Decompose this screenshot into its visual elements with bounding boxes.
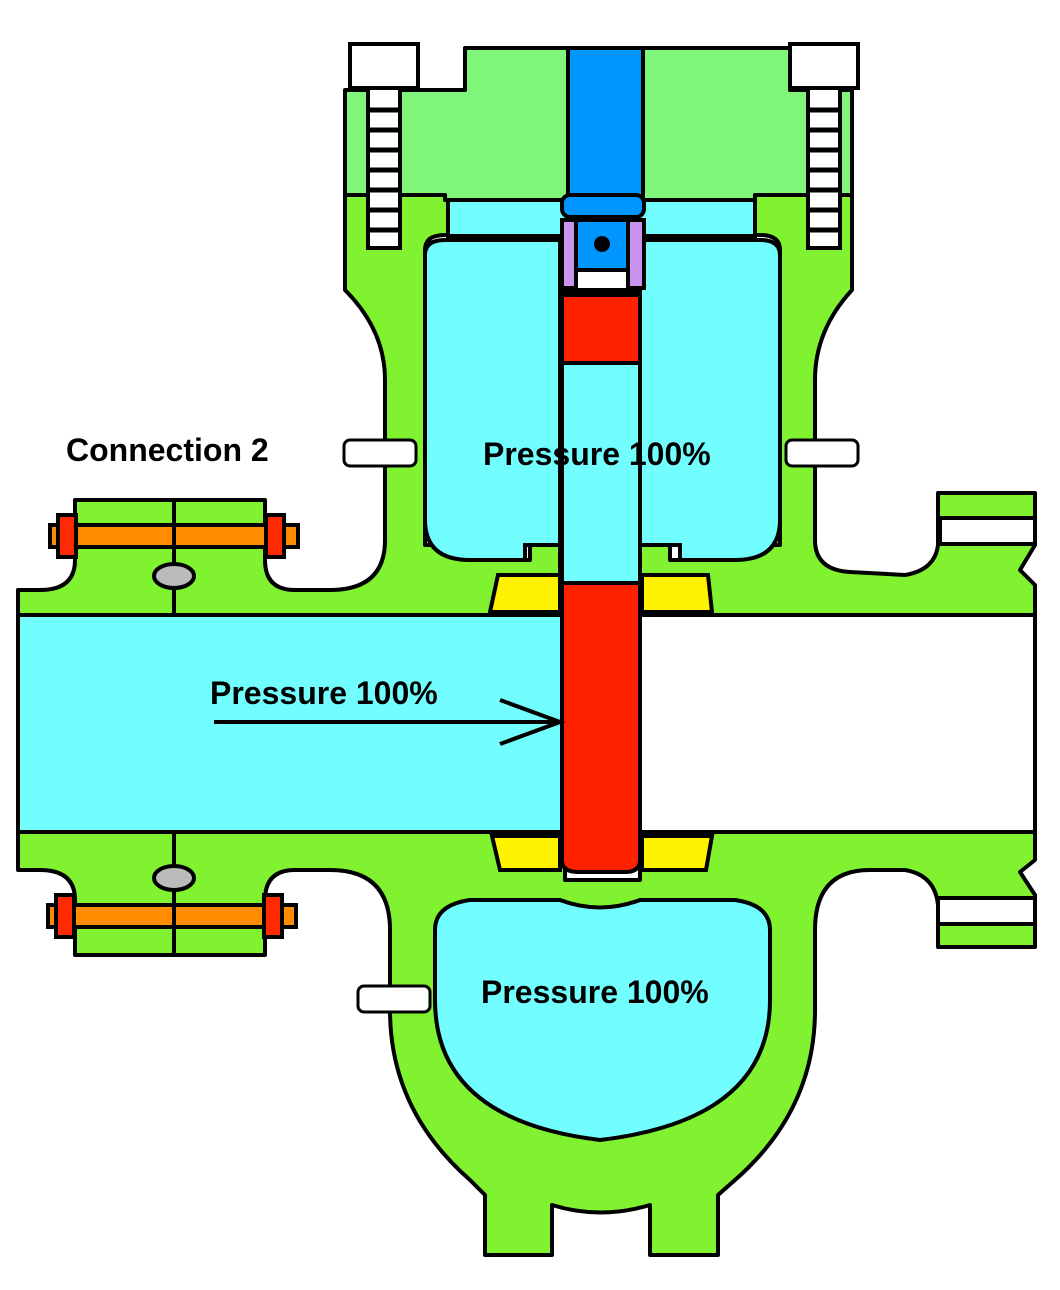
inlet-pressure-label: Pressure 100% (210, 675, 438, 711)
flange-bolts (46, 500, 1037, 955)
upper-cavity[interactable] (423, 238, 567, 587)
lower-cavity[interactable] (433, 898, 772, 1143)
fitting-left (342, 438, 418, 468)
lower-cavity-pressure-label: Pressure 100% (481, 974, 709, 1010)
stem[interactable] (566, 46, 645, 200)
fluid-regions (16, 198, 1037, 1143)
nut-lower-left (54, 893, 76, 939)
upper-cavity-right[interactable] (638, 238, 782, 585)
gate-upper-block[interactable] (560, 293, 642, 365)
seat-lower-right (640, 834, 715, 872)
stem-collar (560, 193, 646, 219)
connector-gap (574, 268, 630, 292)
stud-right (788, 42, 860, 250)
nut-upper-left (56, 513, 78, 559)
seat-lower-left (489, 834, 562, 872)
seat-upper-right (640, 573, 715, 614)
nut-upper-right (264, 513, 286, 559)
upper-cavity-pressure-label: Pressure 100% (483, 436, 711, 472)
gasket-upper (152, 562, 196, 590)
bonnet-studs (348, 42, 860, 250)
connector-pin (594, 236, 610, 252)
outlet-pipe[interactable] (638, 613, 1037, 834)
seats (487, 573, 715, 872)
stem-assembly (560, 46, 646, 874)
fitting-right (784, 438, 860, 468)
nut-lower-right (262, 893, 284, 939)
connection-label: Connection 2 (66, 432, 269, 468)
seat-upper-left (487, 573, 562, 614)
gate[interactable] (560, 581, 642, 874)
fitting-lower (356, 984, 432, 1014)
stud-left (348, 42, 420, 250)
gasket-lower (152, 864, 196, 892)
port-fittings (342, 438, 860, 1014)
flow-arrow (214, 698, 566, 746)
